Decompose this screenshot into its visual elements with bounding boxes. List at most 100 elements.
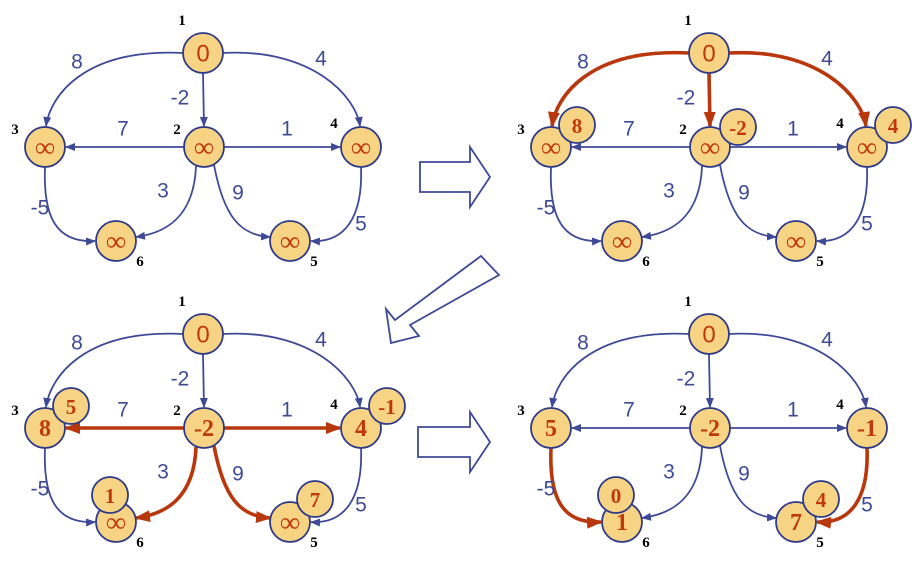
edge-3-6 [43,166,96,246]
edge-2-6 [135,165,197,240]
node-circle [24,407,66,449]
node-1: 01 [684,294,730,355]
node-distance-value: 0 [196,322,209,349]
edge-weight-2-3: 7 [117,399,129,422]
node-circle [689,126,731,168]
badge-circle [719,108,757,146]
edge-2-6 [641,446,703,521]
node-circle [269,220,311,262]
edge-weight-3-6: -5 [31,197,50,220]
node-distance-value: -2 [194,416,214,442]
node-distance-value: ∞ [194,133,214,164]
badge-value: 7 [310,488,321,512]
node-circle [846,407,888,449]
node-distance-value: 5 [545,416,557,442]
edge-weight-1-4: 4 [821,329,833,352]
node-5: 75 [775,501,824,551]
node-distance-value: ∞ [106,227,126,258]
node-circle [95,220,137,262]
tentative-distance-badge-6: 0 [597,476,635,514]
edge-weight-2-5: 9 [232,463,244,486]
edge-weight-3-6: -5 [31,478,50,501]
relaxed-edge-2-5 [212,445,272,524]
node-3: 83 [11,403,66,449]
node-distance-value: ∞ [106,508,126,539]
edge-weight-1-2: -2 [171,368,190,391]
node-distance-value: ∞ [786,227,806,258]
node-circle [340,126,382,168]
edge-weight-2-4: 1 [281,399,293,422]
node-index-label: 3 [11,403,19,419]
step-arrow-diagonal [384,254,501,345]
edge-weight-1-3: 8 [71,332,83,355]
node-distance-value: ∞ [280,227,300,258]
badge-circle [91,476,129,514]
edge-1-2 [199,353,208,408]
edge-weight-3-6: -5 [537,197,556,220]
node-distance-value: ∞ [35,133,55,164]
node-5: ∞5 [269,220,318,270]
edge-3-6 [43,447,96,527]
relaxed-edge-1-4 [728,50,871,128]
badge-value: -1 [378,395,396,419]
node-distance-value: 4 [355,416,367,442]
node-index-label: 1 [684,13,692,29]
edge-3-6 [549,166,602,246]
node-index-label: 1 [178,294,186,310]
node-circle [688,32,730,74]
node-circle [846,126,888,168]
edge-1-4 [222,332,363,408]
tentative-distance-badge-2: -2 [719,108,757,146]
node-distance-value: 1 [616,510,628,536]
node-distance-value: -1 [857,416,877,442]
node-5: ∞5 [269,501,318,551]
badge-circle [52,387,90,425]
step-arrow-right-bottom [417,409,492,475]
relaxed-edge-3-6 [549,447,603,529]
node-1: 01 [178,13,224,74]
badge-circle [874,106,912,144]
badge-value: 1 [105,484,116,508]
node-distance-value: ∞ [857,133,877,164]
node-distance-value: 0 [702,322,715,349]
node-circle [183,407,225,449]
node-4: ∞4 [836,116,888,168]
tentative-distance-badge-5: 7 [296,480,334,518]
edge-weight-1-2: -2 [677,368,696,391]
badge-circle [802,480,840,518]
highlight-layer [549,447,869,529]
node-circle [688,313,730,355]
highlight-layer [547,50,871,128]
edge-weight-2-4: 1 [787,118,799,141]
node-5: ∞5 [775,220,824,270]
edge-layer [549,143,868,246]
tentative-distance-badge-4: -1 [368,387,406,425]
node-index-label: 2 [679,122,687,138]
highlight-layer [64,422,342,524]
node-circle [530,407,572,449]
edge-weight-2-6: 3 [157,461,169,484]
edge-weight-1-4: 4 [315,48,327,71]
node-index-label: 6 [136,254,144,270]
node-distance-value: ∞ [541,133,561,164]
relaxed-edge-1-3 [547,50,690,128]
badge-value: 4 [888,114,899,138]
edge-weight-2-3: 7 [117,118,129,141]
node-circle [182,32,224,74]
edge-weight-1-2: -2 [171,87,190,110]
edge-1-4 [728,332,869,408]
edge-weight-4-5: 5 [861,494,873,517]
edge-layer [43,51,363,246]
node-index-label: 5 [310,254,318,270]
relaxed-edge-2-6 [134,446,198,523]
node-index-label: 4 [330,116,338,132]
edge-1-2 [705,353,714,408]
step-arrow-right-top [419,144,492,210]
node-circle [689,407,731,449]
tentative-distance-badge-5: 4 [802,480,840,518]
tentative-distance-badge-3: 8 [558,106,596,144]
edge-2-5 [719,164,777,241]
edge-weight-1-3: 8 [577,51,589,74]
badge-value: 8 [572,114,583,138]
